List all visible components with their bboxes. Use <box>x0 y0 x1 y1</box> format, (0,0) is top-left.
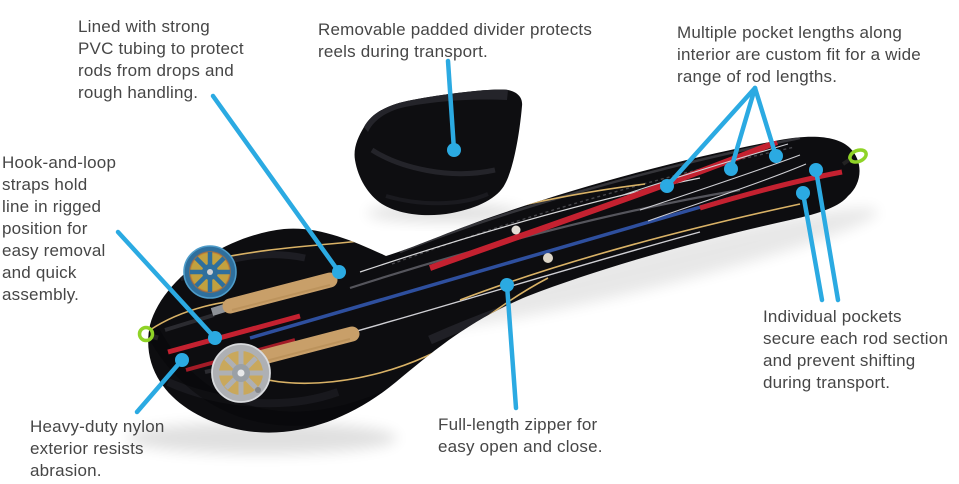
callout-individual-pockets: Individual pockets secure each rod secti… <box>763 307 949 392</box>
pocket-outlines <box>619 143 807 222</box>
callout-leader-lines <box>115 58 841 415</box>
callout-pvc-lining: Lined with strong PVC tubing to protect … <box>78 17 244 102</box>
callout-full-length-zipper: Full-length zipper for easy open and clo… <box>438 415 603 456</box>
zipper-pull-icon <box>848 148 868 164</box>
red-rod-butt <box>167 313 301 355</box>
callout-nylon-exterior: Heavy-duty nylon exterior resists abrasi… <box>30 417 165 480</box>
blue-fly-reel <box>183 245 237 299</box>
silver-fly-reel <box>211 343 271 403</box>
fly-lure <box>511 225 521 235</box>
red-rod-lower <box>699 169 843 211</box>
zipper-pull-icon <box>137 325 155 343</box>
callout-hook-and-loop: Hook-and-loop straps hold line in rigged… <box>2 153 117 304</box>
callout-padded-divider: Removable padded divider protects reels … <box>318 20 593 61</box>
callout-pocket-lengths: Multiple pocket lengths along interior a… <box>677 23 921 86</box>
cork-handle <box>222 272 338 314</box>
blue-rod <box>249 195 736 340</box>
zipper-teeth <box>391 146 796 265</box>
fly-lure <box>543 253 553 263</box>
padded-divider-pouch <box>354 89 523 216</box>
cork-handle <box>244 326 360 368</box>
